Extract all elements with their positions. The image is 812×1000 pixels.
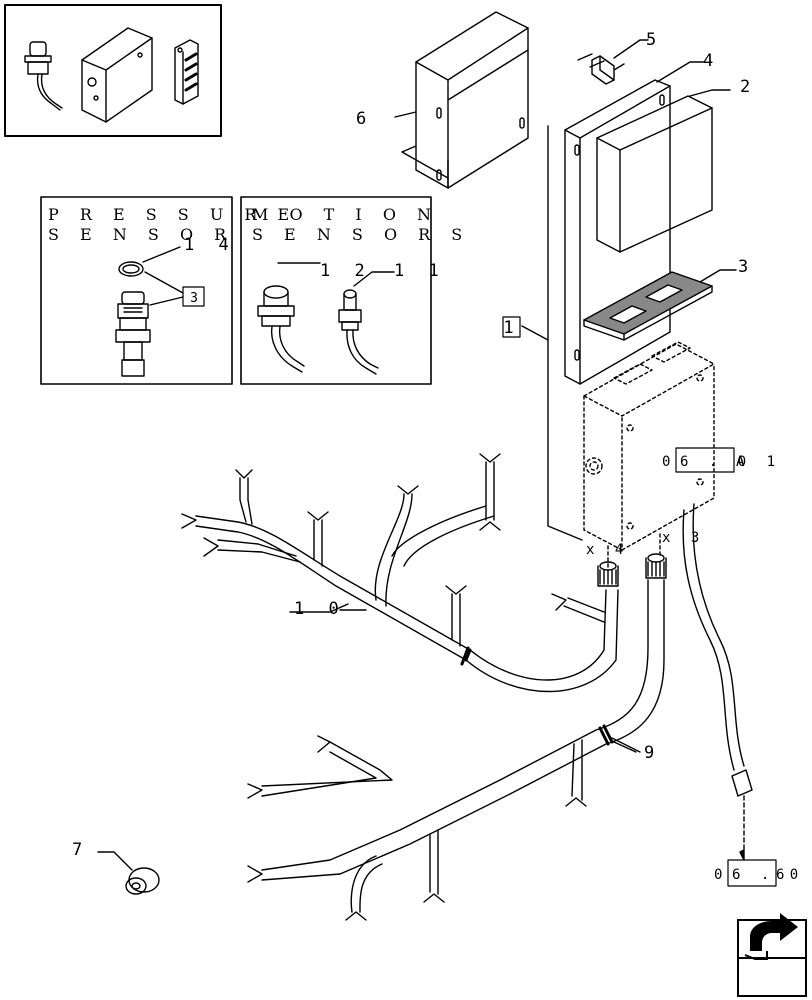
quantity-x3: x 3 bbox=[662, 530, 705, 546]
connector-x3 bbox=[645, 553, 667, 579]
pressure-sensor-inset bbox=[40, 196, 233, 385]
callout-1: 1 bbox=[503, 318, 520, 338]
overview-inset bbox=[4, 4, 222, 137]
ref-a-prefix: 0 bbox=[662, 454, 676, 470]
overview-connector-icon bbox=[174, 39, 199, 105]
overview-sensor-icon bbox=[24, 41, 63, 111]
motion-sensor-11 bbox=[338, 271, 395, 375]
callout-3-box: 3 bbox=[190, 291, 198, 306]
callout-9: 9 bbox=[644, 743, 661, 763]
motion-sensors-inset bbox=[240, 196, 432, 385]
harness-10 bbox=[181, 453, 619, 693]
pressure-sensor-body bbox=[115, 291, 151, 377]
grommet-7 bbox=[97, 851, 160, 895]
motion-caption-line2: S E N S O R S bbox=[252, 225, 470, 244]
callout-6: 6 bbox=[356, 109, 373, 129]
ref-box-06-06 bbox=[727, 859, 777, 887]
plate-4 bbox=[564, 61, 706, 385]
ref-a-suffix: A bbox=[736, 454, 750, 470]
motion-sensor-12 bbox=[257, 262, 321, 373]
bracket-6 bbox=[394, 11, 529, 189]
control-box-2 bbox=[596, 89, 731, 253]
callout-10: 1 0 bbox=[294, 599, 346, 619]
callout-14: 1 4 bbox=[184, 235, 236, 255]
motion-caption-line1: M O T I O N bbox=[252, 205, 439, 224]
callout-2: 2 bbox=[740, 77, 757, 97]
callout-12: 1 2 bbox=[320, 261, 372, 281]
connector-x4 bbox=[597, 561, 619, 587]
quantity-x4: x 4 bbox=[586, 542, 629, 558]
ref-b-boxed: 6 . 0 bbox=[732, 867, 804, 883]
callout-3: 3 bbox=[738, 257, 755, 277]
callout-7: 7 bbox=[72, 840, 89, 860]
valve-block bbox=[583, 341, 715, 551]
ref-box-06-01 bbox=[675, 447, 735, 473]
ref-b-suffix: 6 bbox=[776, 867, 790, 883]
hose-to-06-06 bbox=[682, 503, 753, 861]
gasket-3 bbox=[583, 269, 737, 341]
next-page-arrow-icon[interactable] bbox=[737, 913, 807, 997]
harness-9 bbox=[247, 553, 667, 921]
callout-11: 1 1 bbox=[394, 261, 446, 281]
callout-box-3 bbox=[182, 286, 205, 307]
assembly-1-bracket bbox=[547, 125, 583, 541]
pressure-caption-line2: S E N S O R bbox=[48, 225, 234, 244]
ref-b-prefix: 0 bbox=[714, 867, 728, 883]
o-ring-14 bbox=[118, 261, 144, 277]
callout-5: 5 bbox=[646, 30, 663, 50]
pressure-caption-line1: P R E S S U R E bbox=[48, 205, 297, 224]
standoff-5 bbox=[577, 39, 649, 85]
callout-4: 4 bbox=[703, 51, 720, 71]
ref-a-boxed: 6 . 0 1 bbox=[680, 454, 781, 470]
overview-module-icon bbox=[81, 27, 153, 123]
callout-box-1 bbox=[502, 316, 521, 338]
